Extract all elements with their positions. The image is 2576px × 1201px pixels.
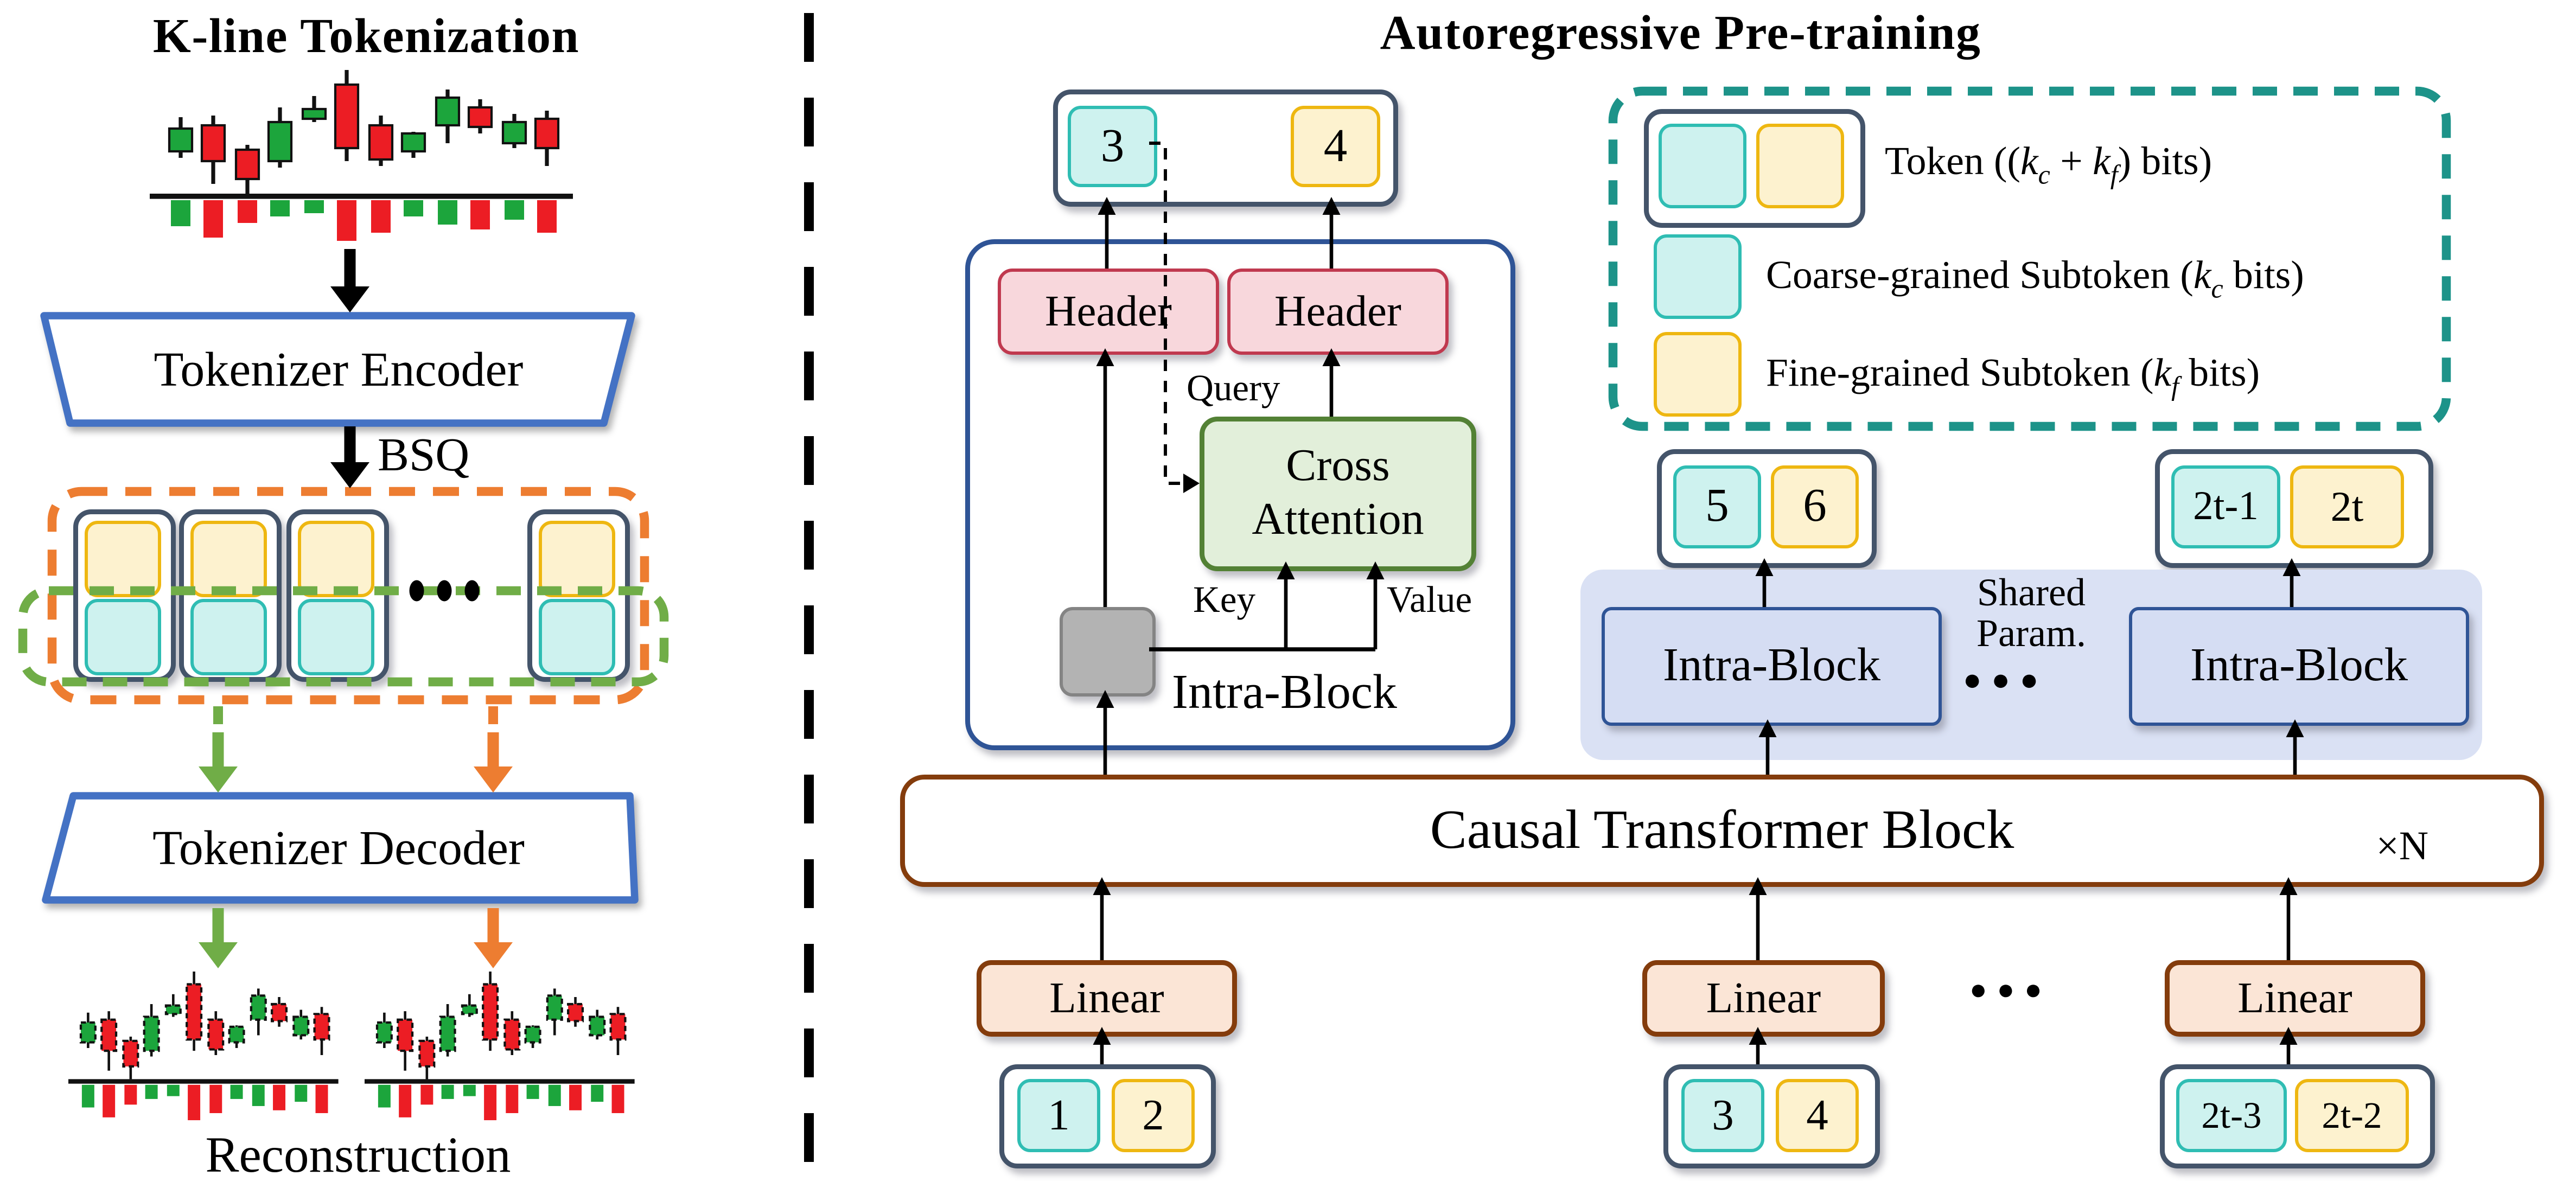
causal-transformer-block: Causal Transformer Block ×N — [900, 775, 2544, 887]
right-panel-title: Autoregressive Pre-training — [1380, 7, 1981, 60]
header-block: Header — [998, 269, 1219, 355]
coarse-subtoken — [298, 599, 374, 675]
legend-coarse-icon — [1654, 234, 1742, 319]
fine-subtoken — [190, 521, 267, 597]
token-pair-3-4: 3 4 — [1663, 1064, 1880, 1168]
fine-subtoken: 2t — [2290, 465, 2404, 548]
cross-attention-block: Cross Attention — [1200, 417, 1476, 571]
fine-subtoken: 4 — [1291, 106, 1380, 187]
token-pair-1-2: 1 2 — [999, 1064, 1216, 1168]
coarse-subtoken — [85, 599, 161, 675]
times-n-label: ×N — [2376, 825, 2428, 869]
tokenizer-encoder-shape — [40, 312, 635, 427]
fine-subtoken — [539, 521, 615, 597]
linear-block: Linear — [2165, 960, 2425, 1037]
coarse-subtoken: 1 — [1017, 1079, 1100, 1152]
coarse-subtoken — [539, 599, 615, 675]
arrow-linear1-to-ctb — [1093, 877, 1111, 960]
fine-subtoken: 4 — [1776, 1079, 1859, 1152]
legend-coarse-label: Coarse-grained Subtoken (kc bits) — [1766, 254, 2304, 304]
arrow-orange-to-decoder — [474, 732, 513, 793]
fine-subtoken: 2 — [1112, 1079, 1195, 1152]
arrow-linear2-to-ctb — [1749, 877, 1767, 960]
bsq-label: BSQ — [378, 430, 470, 482]
token-pair-2t3-2t2: 2t-3 2t-2 — [2160, 1064, 2435, 1168]
tokenizer-encoder-label: Tokenizer Encoder — [154, 343, 524, 397]
ellipsis-intra-blocks: ●●● — [1963, 664, 2049, 698]
linear-block: Linear — [977, 960, 1237, 1037]
fine-subtoken: 6 — [1771, 465, 1859, 548]
reconstruction-chart-left — [68, 972, 339, 1121]
ellipsis-dot — [409, 580, 424, 602]
intra-block-caption: Intra-Block — [1172, 666, 1397, 719]
cross-attention-label: Cross Attention — [1252, 441, 1424, 545]
causal-transformer-label: Causal Transformer Block — [1430, 800, 2014, 860]
legend-fine-label: Fine-grained Subtoken (kf bits) — [1766, 352, 2260, 402]
shared-param-label: Shared Param. — [1976, 573, 2086, 656]
coarse-subtoken: 2t-3 — [2176, 1079, 2287, 1152]
fine-subtoken — [1756, 124, 1844, 208]
tokenizer-decoder-shape — [42, 792, 639, 904]
coarse-subtoken: 3 — [1681, 1079, 1764, 1152]
fine-subtoken — [85, 521, 161, 597]
intra-block: Intra-Block — [2129, 607, 2469, 726]
ellipsis-dot — [464, 580, 480, 602]
coarse-subtoken: 3 — [1068, 106, 1157, 187]
legend-token-icon — [1644, 109, 1865, 228]
reconstruction-chart-right — [365, 972, 635, 1121]
intra-block: Intra-Block — [1602, 607, 1942, 726]
kline-chart — [150, 70, 573, 241]
token-pair — [527, 509, 630, 682]
orange-dashed-box — [47, 487, 649, 705]
left-panel-title: K-line Tokenization — [152, 10, 580, 63]
hidden-state-box — [1060, 607, 1156, 697]
coarse-subtoken — [190, 599, 267, 675]
linear-block: Linear — [1642, 960, 1885, 1037]
header-block: Header — [1227, 269, 1449, 355]
panel-divider — [804, 13, 814, 1188]
tokenizer-decoder-label: Tokenizer Decoder — [152, 822, 525, 876]
ellipsis-dot — [437, 580, 452, 602]
legend-fine-icon — [1654, 332, 1742, 417]
fine-subtoken — [298, 521, 374, 597]
key-label: Key — [1193, 579, 1255, 620]
fine-subtoken: 2t-2 — [2295, 1079, 2409, 1152]
arrow-encoder-bsq — [330, 426, 369, 488]
arrow-green-to-decoder — [199, 732, 238, 793]
arrow-chart-to-encoder — [330, 249, 369, 312]
arrow-decoder-green-out — [199, 908, 238, 968]
green-dashed-box — [18, 580, 669, 687]
query-label: Query — [1187, 368, 1280, 408]
token-pair-2t1-2t: 2t-1 2t — [2155, 449, 2433, 568]
ellipsis-linear: ●●● — [1969, 973, 2052, 1006]
output-token-pair: 3 4 — [1053, 90, 1398, 207]
arrow-decoder-orange-out — [474, 908, 513, 968]
coarse-subtoken: 5 — [1673, 465, 1761, 548]
token-pair — [286, 509, 389, 682]
arrow-linear3-to-ctb — [2279, 877, 2298, 960]
coarse-subtoken: 2t-1 — [2171, 465, 2280, 548]
legend-token-label: Token ((kc + kf) bits) — [1885, 140, 2212, 190]
legend-box — [1608, 86, 2451, 431]
token-pair — [73, 509, 176, 682]
value-label: Value — [1387, 579, 1472, 620]
coarse-subtoken — [1659, 124, 1746, 208]
token-pair — [179, 509, 282, 682]
reconstruction-label: Reconstruction — [205, 1126, 511, 1183]
token-pair-5-6: 5 6 — [1657, 449, 1877, 568]
